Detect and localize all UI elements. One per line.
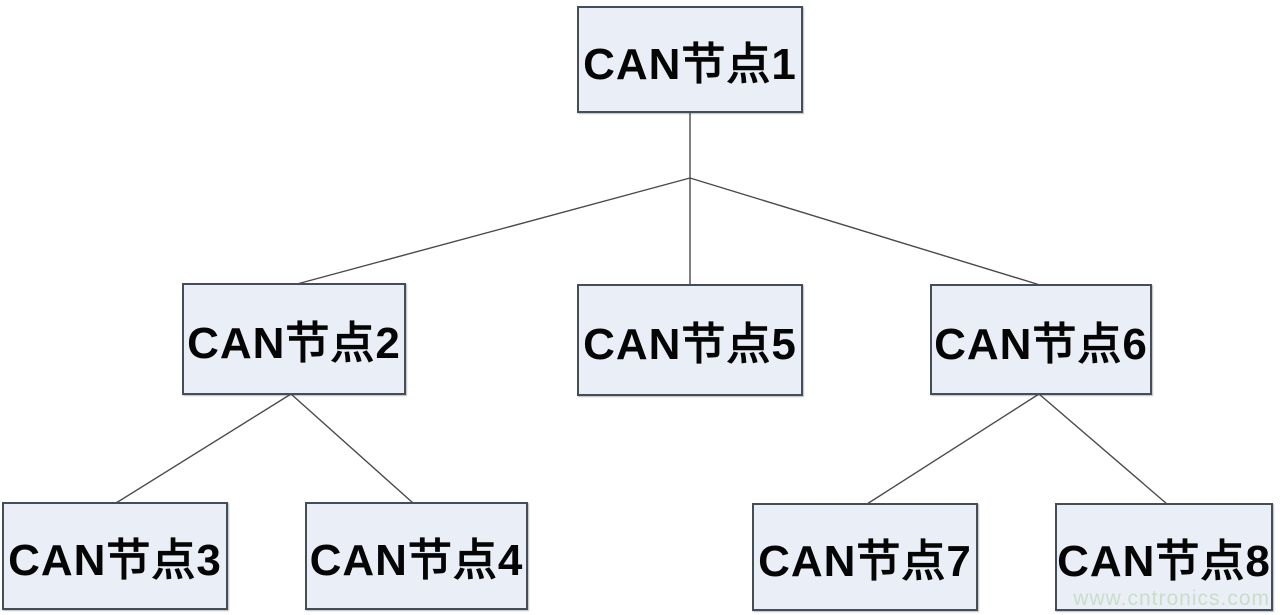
edge-node2-node3 <box>115 393 292 504</box>
node-can-8-label: CAN节点8 <box>1057 537 1271 586</box>
node-can-7-label: CAN节点7 <box>758 537 972 586</box>
node-can-2: CAN节点2 <box>182 283 406 395</box>
node-can-4-label: CAN节点4 <box>309 536 524 585</box>
node-can-5: CAN节点5 <box>577 284 803 396</box>
node-can-4: CAN节点4 <box>305 502 528 610</box>
node-can-3-label: CAN节点3 <box>8 536 222 585</box>
node-can-6-label: CAN节点6 <box>934 319 1148 369</box>
node-can-2-label: CAN节点2 <box>187 319 401 368</box>
edge-node1-node6 <box>689 177 1041 286</box>
node-can-8: CAN节点8 <box>1055 503 1273 611</box>
node-can-7: CAN节点7 <box>752 503 978 611</box>
watermark-text: www.cntronics.com <box>1073 587 1270 610</box>
edge-node1-node2 <box>296 177 691 285</box>
node-can-5-label: CAN节点5 <box>583 320 797 369</box>
node-can-1: CAN节点1 <box>577 6 803 113</box>
node-can-1-label: CAN节点1 <box>583 39 797 89</box>
node-can-6: CAN节点6 <box>930 284 1152 395</box>
node-can-3: CAN节点3 <box>2 502 228 610</box>
edge-node2-node4 <box>290 393 414 504</box>
edge-node6-node8 <box>1038 393 1168 505</box>
edge-node6-node7 <box>866 393 1040 505</box>
